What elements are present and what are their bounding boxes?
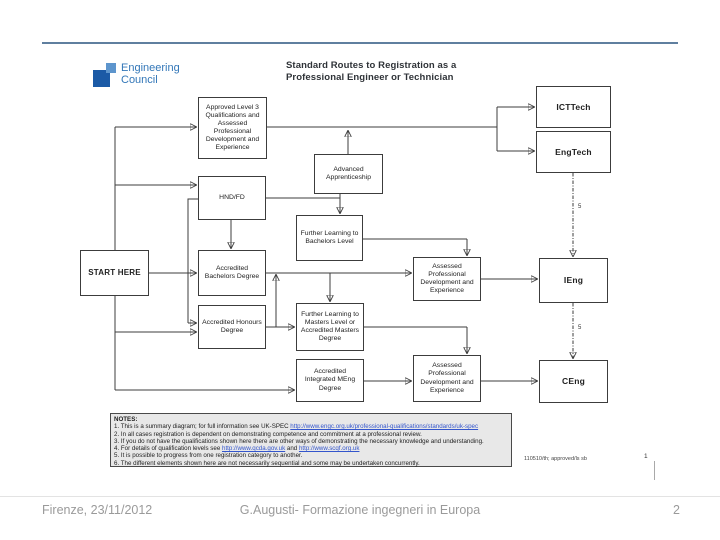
diagram-title-line2: Professional Engineer or Technician [286, 72, 454, 83]
footer-divider [0, 496, 720, 497]
node-accredited-meng: Accredited Integrated MEng Degree [296, 359, 364, 402]
uk-spec-link[interactable]: http://www.engc.org.uk/professional-qual… [290, 423, 479, 431]
node-further-learning-masters: Further Learning to Masters Level or Acc… [296, 303, 364, 351]
notes-line-3: 3. If you do not have the qualifications… [114, 437, 484, 445]
node-approved-level3: Approved Level 3 Qualifications and Asse… [198, 97, 267, 159]
node-further-learning-bachelors: Further Learning to Bachelors Level [296, 215, 363, 261]
header-divider [42, 42, 678, 44]
node-accredited-bachelors: Accredited Bachelors Degree [198, 250, 266, 296]
diagram-title: Standard Routes to Registration as a Pro… [286, 60, 456, 84]
logo-square-dark-icon [93, 70, 110, 87]
node-icttech: ICTTech [536, 86, 611, 128]
qcda-link[interactable]: http://www.qcda.gov.uk [222, 445, 286, 453]
diagram-page-marker: 1 [644, 453, 648, 460]
diagram-reference-text: 110510/th; approved/ls sb [524, 456, 587, 462]
logo-text-line1: Engineering [121, 62, 180, 74]
notes-line-4: 4. For details of qualification levels s… [114, 445, 508, 452]
notes-box: NOTES: 1. This is a summary diagram; for… [110, 413, 512, 467]
diagram-title-line1: Standard Routes to Registration as a [286, 60, 457, 71]
notes-line-5: 5. It is possible to progress from one r… [114, 452, 303, 460]
notes-line-1-text: 1. This is a summary diagram; for full i… [114, 423, 291, 431]
node-start-here: START HERE [80, 250, 149, 296]
node-ieng: IEng [539, 258, 608, 303]
diagram-border-artifact [654, 461, 655, 480]
logo-text: Engineering Council [121, 62, 180, 86]
note5-marker-bottom: 5 [578, 325, 582, 331]
node-accredited-honours: Accredited Honours Degree [198, 305, 266, 349]
notes-heading: NOTES: [114, 416, 138, 423]
connector-lines [114, 107, 573, 390]
node-apde-ieng: Assessed Professional Development and Ex… [413, 257, 481, 301]
notes-line-4-mid: and [285, 445, 299, 453]
node-hnd-fd: HND/FD [198, 176, 266, 220]
node-advanced-apprenticeship: Advanced Apprenticeship [314, 154, 383, 194]
notes-line-6: 6. The different elements shown here are… [114, 459, 420, 467]
connector-line [187, 198, 198, 323]
node-apde-ceng: Assessed Professional Development and Ex… [413, 355, 481, 402]
node-ceng: CEng [539, 360, 608, 403]
footer-author: G.Augusti- Formazione ingegneri in Europ… [239, 503, 481, 517]
notes-line-1: 1. This is a summary diagram; for full i… [114, 423, 508, 430]
logo-text-line2: Council [121, 74, 158, 86]
notes-line-4-text: 4. For details of qualification levels s… [114, 445, 222, 453]
notes-line-2: 2. In all cases registration is dependen… [114, 430, 422, 438]
scqf-link[interactable]: http://www.scqf.org.uk [298, 445, 360, 453]
note5-marker-top: 5 [578, 204, 582, 210]
node-engtech: EngTech [536, 131, 611, 173]
footer-page-number: 2 [673, 503, 680, 517]
footer-date: Firenze, 23/11/2012 [42, 503, 153, 517]
logo-square-light-icon [106, 63, 116, 73]
